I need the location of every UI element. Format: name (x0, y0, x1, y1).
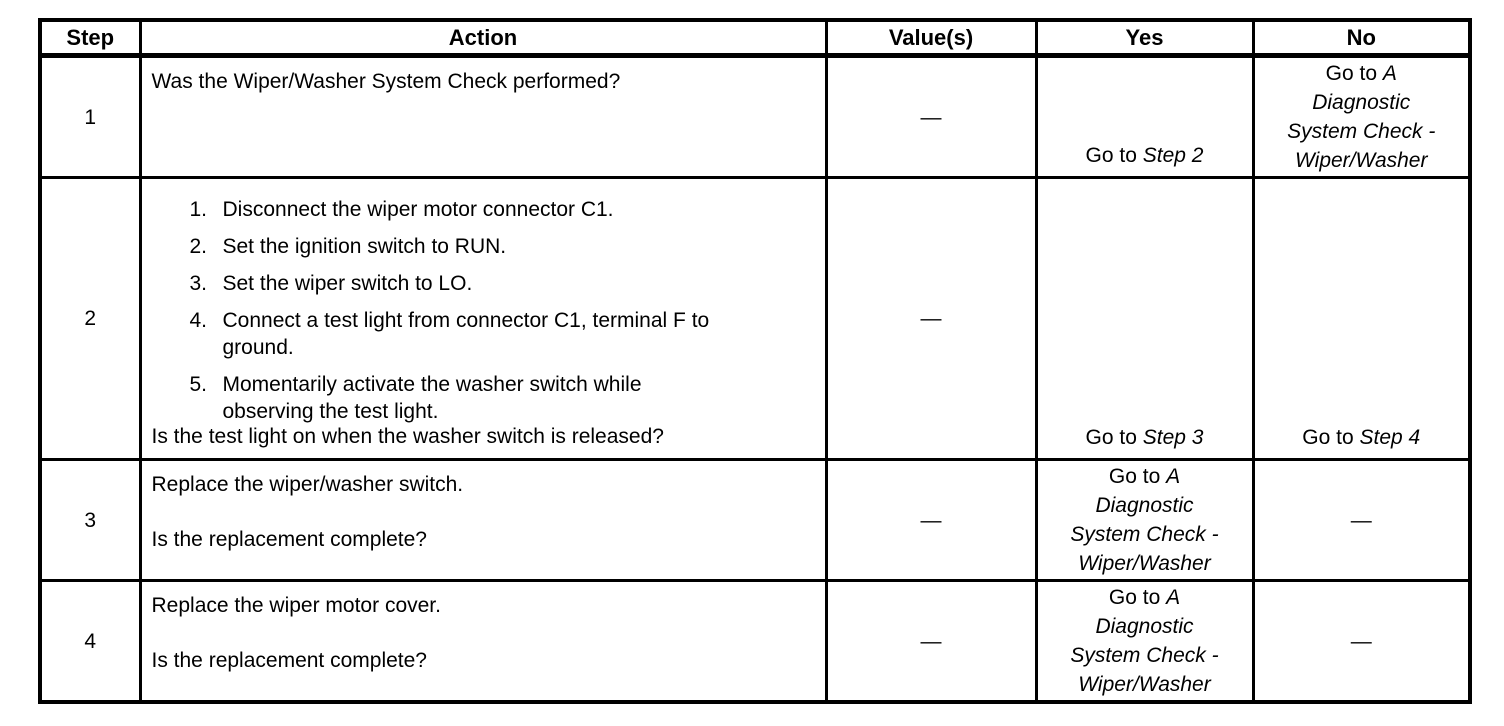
header-row: Step Action Value(s) Yes No (38, 18, 1472, 58)
action-numbered-list: 1. Disconnect the wiper motor connector … (190, 196, 813, 425)
goto-text: Go to (1108, 586, 1167, 609)
action-cell: Was the Wiper/Washer System Check perfor… (138, 54, 828, 179)
no-cell: — (1251, 458, 1472, 582)
list-item-text: Set the wiper switch to LO. (223, 270, 813, 297)
goto-diagnostic-check: Go to A Diagnostic System Check - Wiper/… (1256, 59, 1467, 175)
diag-line: Wiper/Washer (1078, 552, 1211, 575)
goto-diagnostic-check: Go to A Diagnostic System Check - Wiper/… (1039, 583, 1250, 699)
list-item: 3. Set the wiper switch to LO. (190, 270, 813, 297)
list-item-line: Momentarily activate the washer switch w… (222, 373, 642, 396)
value-dash: — (920, 307, 942, 330)
value-cell: — (824, 458, 1038, 582)
step-number: 1 (38, 54, 142, 179)
diag-line: Wiper/Washer (1078, 673, 1211, 696)
diag-line: Go to A (1039, 583, 1250, 612)
col-header-values: Value(s) (824, 18, 1038, 58)
diag-ref: A (1166, 586, 1181, 609)
step-number: 2 (38, 176, 142, 461)
diag-line: System Check - (1287, 120, 1436, 143)
list-item-number: 5. (189, 373, 208, 396)
action-cell: Replace the wiper/washer switch. Is the … (138, 458, 828, 582)
goto-step-link: Go to Step 2 (1039, 142, 1250, 169)
diag-ref: A (1382, 62, 1397, 85)
table-row-step-3: 3 Replace the wiper/washer switch. Is th… (38, 458, 1472, 582)
goto-step-target: Step 4 (1359, 426, 1421, 449)
diag-line: System Check - (1070, 523, 1219, 546)
goto-step-target: Step 3 (1142, 426, 1204, 449)
list-item-line: Set the ignition switch to RUN. (222, 235, 507, 258)
col-header-step: Step (38, 18, 142, 58)
yes-cell: Go to A Diagnostic System Check - Wiper/… (1034, 458, 1255, 582)
goto-text: Go to (1085, 144, 1143, 167)
list-item-line: observing the test light. (222, 400, 439, 423)
goto-diagnostic-check: Go to A Diagnostic System Check - Wiper/… (1039, 463, 1250, 578)
value-cell: — (824, 54, 1038, 179)
goto-step-target: Step 2 (1142, 144, 1204, 167)
col-header-yes: Yes (1034, 18, 1255, 58)
action-instruction: Replace the wiper/washer switch. (151, 473, 464, 496)
goto-text: Go to (1325, 62, 1383, 85)
list-item: 4. Connect a test light from connector C… (190, 307, 813, 361)
list-item-line: Connect a test light from connector C1, … (222, 309, 710, 332)
goto-text: Go to (1302, 426, 1360, 449)
list-item-text: Disconnect the wiper motor connector C1. (223, 196, 813, 223)
action-question: Is the replacement complete? (151, 649, 427, 672)
list-item: 2. Set the ignition switch to RUN. (190, 233, 813, 260)
action-cell: Replace the wiper motor cover. Is the re… (138, 579, 828, 704)
list-item: 1. Disconnect the wiper motor connector … (190, 196, 813, 223)
diag-line: System Check - (1070, 644, 1219, 667)
col-header-no: No (1251, 18, 1472, 58)
list-item-number: 3. (189, 272, 208, 295)
diag-line: Wiper/Washer (1295, 149, 1428, 172)
diag-ref: A (1166, 465, 1181, 488)
no-cell: — (1251, 579, 1472, 704)
diag-line: Go to A (1256, 59, 1467, 88)
value-cell: — (824, 579, 1038, 704)
step-number: 3 (38, 458, 142, 582)
goto-text: Go to (1108, 465, 1167, 488)
table-row-step-2: 2 1. Disconnect the wiper motor connecto… (38, 176, 1472, 461)
no-cell: Go to Step 4 (1251, 176, 1472, 461)
yes-cell: Go to Step 3 (1034, 176, 1255, 461)
list-item-line: ground. (222, 336, 294, 359)
list-item-number: 2. (189, 235, 208, 258)
yes-cell: Go to Step 2 (1034, 54, 1255, 179)
goto-step-link: Go to Step 4 (1256, 424, 1467, 451)
col-header-action: Action (138, 18, 828, 58)
list-item-number: 1. (189, 198, 208, 221)
list-item-text: Momentarily activate the washer switch w… (223, 371, 813, 425)
value-cell: — (824, 176, 1038, 461)
no-dash: — (1350, 508, 1372, 532)
table-row-step-1: 1 Was the Wiper/Washer System Check perf… (38, 54, 1472, 179)
value-dash: — (920, 629, 942, 653)
table-row-step-4: 4 Replace the wiper motor cover. Is the … (38, 579, 1472, 704)
no-cell: Go to A Diagnostic System Check - Wiper/… (1251, 54, 1472, 179)
value-dash: — (920, 508, 942, 532)
action-cell: 1. Disconnect the wiper motor connector … (138, 176, 828, 461)
list-item-text: Connect a test light from connector C1, … (223, 307, 813, 361)
list-item-text: Set the ignition switch to RUN. (223, 233, 813, 260)
list-item: 5. Momentarily activate the washer switc… (190, 371, 813, 425)
yes-cell: Go to A Diagnostic System Check - Wiper/… (1034, 579, 1255, 704)
diag-line: Diagnostic (1095, 615, 1194, 638)
action-question: Is the test light on when the washer swi… (151, 425, 664, 448)
diag-line: Diagnostic (1312, 91, 1411, 114)
step-number: 4 (38, 579, 142, 704)
value-dash: — (920, 105, 942, 129)
action-question: Was the Wiper/Washer System Check perfor… (151, 70, 621, 93)
action-question: Is the replacement complete? (151, 528, 427, 551)
list-item-line: Disconnect the wiper motor connector C1. (222, 198, 614, 221)
diag-line: Go to A (1039, 463, 1250, 492)
list-item-line: Set the wiper switch to LO. (222, 272, 473, 295)
list-item-number: 4. (189, 309, 208, 332)
diagnostic-table: Step Action Value(s) Yes No 1 Was the Wi… (38, 18, 1472, 704)
goto-text: Go to (1085, 426, 1143, 449)
no-dash: — (1350, 629, 1372, 653)
goto-step-link: Go to Step 3 (1039, 424, 1250, 451)
diag-line: Diagnostic (1095, 494, 1194, 517)
action-instruction: Replace the wiper motor cover. (151, 594, 441, 617)
